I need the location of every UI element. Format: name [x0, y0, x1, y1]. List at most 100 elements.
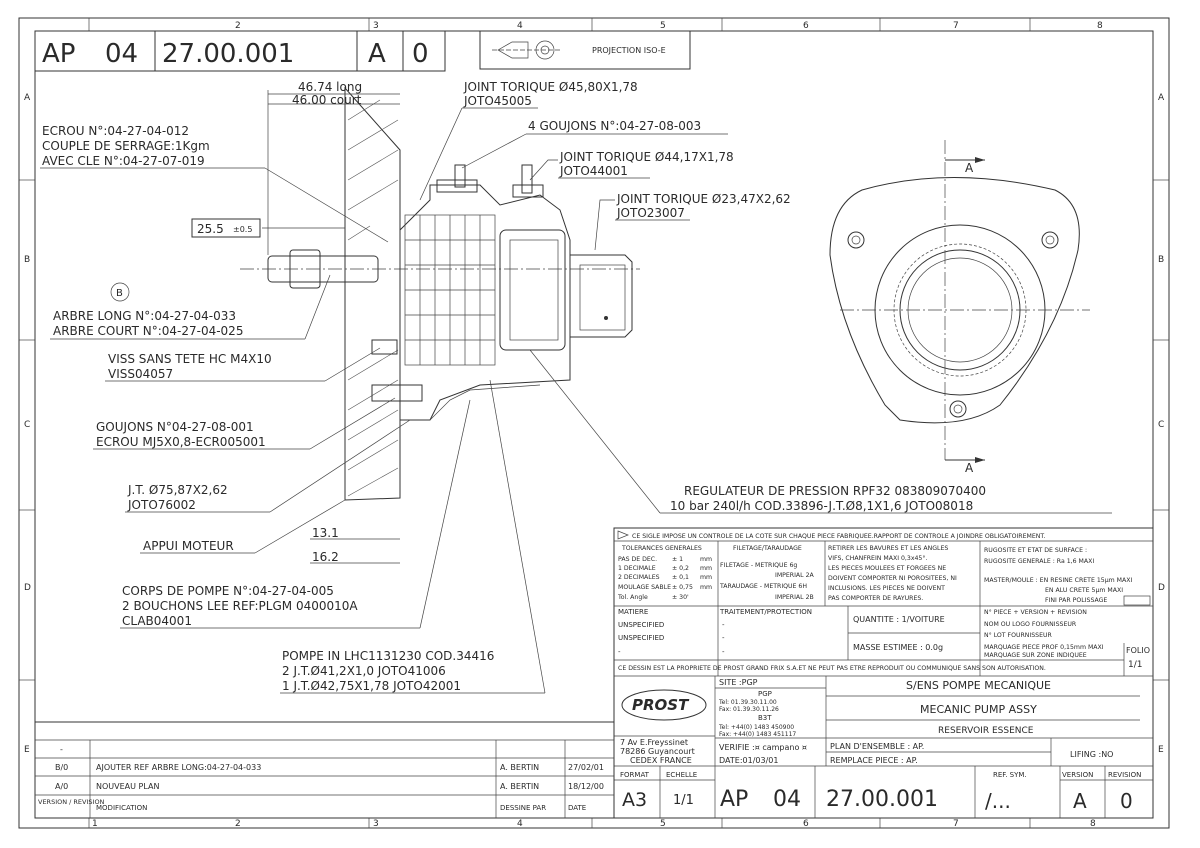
- retirer-3: LES PIECES MOULEES ET FORGEES NE: [828, 565, 946, 572]
- zone-row-a: A: [24, 93, 31, 103]
- zone-col-4: 4: [517, 21, 523, 31]
- zone-row-d: D: [24, 583, 31, 593]
- tol-row-3-unit: mm: [700, 574, 712, 581]
- notes-block: CE SIGLE IMPOSE UN CONTROLE DE LA COTE S…: [613, 527, 1154, 819]
- title-sub: RESERVOIR ESSENCE: [938, 726, 1034, 736]
- file-row-3: TARAUDAGE - METRIQUE 6H: [719, 583, 807, 590]
- date: DATE:01/03/01: [719, 756, 778, 765]
- ref-sym-label: REF. SYM.: [993, 771, 1027, 779]
- retirer-6: PAS COMPORTER DE RAYURES.: [828, 595, 923, 602]
- zone-col-7: 7: [953, 21, 959, 31]
- tol-title: TOLERANCES GENERALES: [621, 545, 702, 552]
- tol-row-2: 1 DECIMALE: [618, 565, 656, 572]
- outlet-dot: [604, 316, 608, 320]
- version-label: VERSION: [1062, 771, 1093, 779]
- title-block: PROST 7 Av E.Freyssinet 78286 Guyancourt…: [613, 676, 1153, 818]
- callout-goujons-a: GOUJONS N°04-27-08-001: [96, 420, 254, 434]
- callout-ecrou-b: COUPLE DE SERRAGE:1Kgm: [42, 139, 210, 153]
- ref-sym-value: /...: [985, 789, 1011, 813]
- rev-row-1-by: A. BERTIN: [500, 763, 539, 772]
- zone-row-b-right: B: [1158, 255, 1164, 265]
- matiere-label: MATIERE: [618, 608, 648, 616]
- header-part-number: AP 04 27.00.001 A 0: [34, 30, 446, 72]
- callout-corps-c: CLAB04001: [122, 614, 192, 628]
- traitement-3: -: [722, 648, 725, 656]
- pump-section-view: [240, 86, 640, 501]
- echelle-label: ECHELLE: [666, 771, 697, 779]
- tol-row-1-unit: mm: [700, 556, 712, 563]
- dim-13-1: 13.1: [312, 526, 339, 540]
- marking-5: MARQUAGE SUR ZONE INDIQUEE: [984, 652, 1087, 659]
- zone-col-6-bottom: 6: [803, 819, 809, 829]
- header-group: 04: [105, 39, 138, 69]
- matiere-1: UNSPECIFIED: [618, 621, 664, 629]
- callout-reg-a: REGULATEUR DE PRESSION RPF32 08380907040…: [684, 484, 986, 498]
- traitement-2: -: [722, 634, 725, 642]
- fax-2: Fax: +44(0) 1483 451117: [719, 731, 796, 738]
- rugo-5: FINI PAR POLISSAGE: [1045, 597, 1107, 604]
- outer-border: [18, 17, 1170, 829]
- tol-row-4-unit: mm: [700, 584, 712, 591]
- callout-ecrou-a: ECROU N°:04-27-04-012: [42, 124, 189, 138]
- header-number: 27.00.001: [162, 39, 294, 69]
- balloon-b: [110, 282, 130, 302]
- folio-value: 1/1: [1128, 660, 1142, 670]
- zone-col-5-bottom: 5: [660, 819, 666, 829]
- callout-arbre-b: ARBRE COURT N°:04-27-04-025: [53, 324, 243, 338]
- tol-row-3: 2 DECIMALES: [618, 574, 660, 581]
- footer-group: 04: [773, 787, 801, 812]
- section-a-top: A: [965, 161, 974, 175]
- plan: PLAN D'ENSEMBLE : AP.: [830, 742, 924, 751]
- rev-head-date: DATE: [568, 804, 586, 812]
- tol-row-1-val: ± 1: [672, 556, 683, 563]
- zone-col-2-bottom: 2: [235, 819, 241, 829]
- address-1: 7 Av E.Freyssinet: [620, 738, 688, 747]
- tel-2: Tel: +44(0) 1483 450900: [718, 724, 794, 731]
- callout-pompe-a: POMPE IN LHC1131230 COD.34416: [282, 649, 494, 663]
- balloon-b-label: B: [116, 288, 123, 299]
- rev-row-0-ver: -: [60, 745, 63, 754]
- fax-1: Fax: 01.39.30.11.26: [719, 706, 779, 713]
- callouts: JOINT TORIQUE Ø45,80X1,78 JOTO45005 4 GO…: [40, 80, 1112, 694]
- zone-row-e-right: E: [1158, 745, 1164, 755]
- rev-row-2-by: A. BERTIN: [500, 782, 539, 791]
- callout-joint2-a: JOINT TORIQUE Ø44,17X1,78: [559, 150, 734, 164]
- callout-goujons4: 4 GOUJONS N°:04-27-08-003: [528, 119, 701, 133]
- footer-number: 27.00.001: [826, 787, 938, 812]
- zone-col-2: 2: [235, 21, 241, 31]
- pump-front-view: A A: [829, 140, 1090, 475]
- rev-row-2-mod: NOUVEAU PLAN: [96, 782, 159, 791]
- zone-col-3: 3: [373, 21, 379, 31]
- callout-joint2-b: JOTO44001: [559, 164, 628, 178]
- note-sigle: CE SIGLE IMPOSE UN CONTROLE DE LA COTE S…: [632, 533, 1045, 540]
- dim-long: 46.74 long: [298, 80, 362, 94]
- rev-row-1-ver: B/0: [55, 763, 68, 772]
- tol-row-1: PAS DE DEC.: [618, 556, 657, 563]
- callout-jt-a: J.T. Ø75,87X2,62: [127, 483, 228, 497]
- prost-logo-text: PROST: [632, 696, 690, 714]
- site-b3t: B3T: [758, 714, 772, 722]
- zone-labels: 2 3 4 5 6 7 8 1 2 3 4 5 6 7 8 A B C D E …: [24, 21, 1165, 829]
- rugo-4: EN ALU CRETE 5µm MAXI: [1045, 587, 1123, 594]
- rev-row-1-mod: AJOUTER REF ARBRE LONG:04-27-04-033: [96, 763, 261, 772]
- remplace: REMPLACE PIECE : AP.: [830, 756, 918, 765]
- dim-shaft: 25.5: [197, 222, 224, 236]
- callout-goujons-b: ECROU MJ5X0,8-ECR005001: [96, 435, 266, 449]
- tol-row-3-val: ± 0,1: [672, 574, 689, 581]
- footer-revision: 0: [1120, 789, 1133, 813]
- footer-prefix: AP: [720, 787, 748, 812]
- callout-jt-b: JOTO76002: [127, 498, 196, 512]
- header-prefix: AP: [42, 39, 75, 69]
- file-row-2: IMPERIAL 2A: [775, 572, 815, 579]
- retirer-1: RETIRER LES BAVURES ET LES ANGLES: [828, 545, 948, 552]
- traitement-1: -: [722, 621, 725, 629]
- file-row-4: IMPERIAL 2B: [775, 594, 814, 601]
- rev-head-by: DESSINE PAR: [500, 804, 546, 812]
- zone-col-4-bottom: 4: [517, 819, 523, 829]
- tol-row-4: MOULAGE SABLE: [618, 584, 671, 591]
- verifie: VERIFIE :¤ campano ¤: [719, 743, 807, 752]
- address-3: CEDEX FRANCE: [630, 756, 692, 765]
- matiere-2: UNSPECIFIED: [618, 634, 664, 642]
- tol-row-2-unit: mm: [700, 565, 712, 572]
